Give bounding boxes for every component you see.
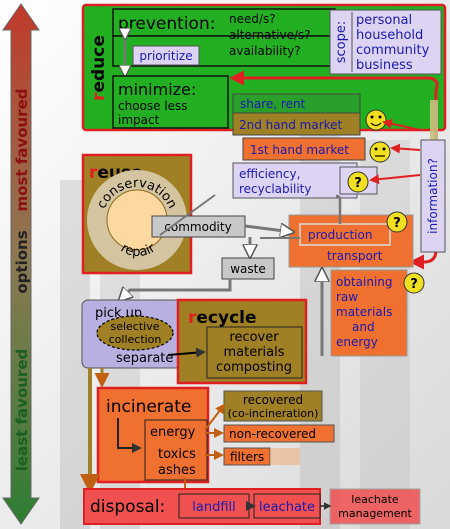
prioritize-box bbox=[132, 45, 200, 66]
question-badge-icon: ? bbox=[347, 171, 369, 193]
flow-section: commodity production transport ? waste o… bbox=[120, 194, 425, 357]
scope-item-business: business bbox=[356, 58, 413, 73]
production-label: production bbox=[308, 228, 372, 242]
leachate-management-label-2: management bbox=[338, 507, 412, 520]
efficiency-box bbox=[232, 162, 358, 199]
efficiency-label-2: recyclability bbox=[239, 182, 311, 196]
scope-box bbox=[329, 9, 442, 75]
recycle-section: pick up selective collection separate re… bbox=[81, 298, 308, 385]
reduce-title-rest: educe bbox=[89, 35, 109, 92]
svg-text:?: ? bbox=[354, 176, 362, 191]
recovered-box bbox=[223, 390, 323, 422]
production-box bbox=[299, 223, 391, 246]
information-label: information? bbox=[426, 158, 440, 234]
svg-text:?: ? bbox=[393, 216, 401, 231]
prioritize-label: prioritize bbox=[139, 49, 192, 63]
axis-options: options bbox=[13, 230, 31, 293]
prevention-question-1: need/s? bbox=[229, 12, 276, 26]
second-hand-box bbox=[232, 112, 361, 136]
obtaining-question-icon: ? bbox=[403, 272, 425, 294]
smiley-face-icon bbox=[365, 109, 387, 131]
scope-label: scope: bbox=[334, 21, 349, 64]
minimize-desc-1: choose less bbox=[118, 99, 188, 113]
first-hand-label: 1st hand market bbox=[250, 143, 349, 157]
recycle-desc-2: materials bbox=[223, 345, 284, 360]
reduce-title-first: r bbox=[89, 92, 109, 101]
minimize-desc-2: impact bbox=[118, 113, 160, 127]
svg-text:?: ? bbox=[410, 277, 418, 292]
minimize-label: minimize: bbox=[118, 80, 196, 99]
landfill-box bbox=[178, 493, 250, 519]
leachate-box bbox=[253, 493, 321, 519]
scope-item-personal: personal bbox=[356, 13, 412, 28]
commodity-label: commodity bbox=[164, 220, 231, 234]
energy-label: energy bbox=[150, 425, 196, 440]
leachate-management-label-1: leachate bbox=[351, 493, 399, 506]
information-feedback-arrow bbox=[229, 70, 439, 91]
recovered-label: recovered bbox=[243, 393, 303, 407]
minimize-box bbox=[112, 75, 229, 129]
non-recovered-box bbox=[223, 424, 335, 443]
transport-label: transport bbox=[327, 249, 383, 263]
prevention-label: prevention: bbox=[118, 14, 215, 34]
information-box bbox=[420, 139, 446, 253]
obtaining-label-5: energy bbox=[336, 335, 378, 349]
incinerate-section: incinerate energy toxics ashes recovered… bbox=[96, 386, 335, 490]
landfill-label: landfill bbox=[192, 500, 235, 515]
recycle-title-first: r bbox=[188, 308, 197, 328]
favour-axis: most favoured options least favoured bbox=[2, 3, 40, 525]
recycle-desc-1: recover bbox=[229, 330, 279, 345]
reuse-section: reuse conservation repair bbox=[81, 153, 193, 275]
obtaining-label-2: raw bbox=[336, 290, 358, 304]
axis-least-favoured: least favoured bbox=[13, 349, 31, 471]
recycle-desc-3: composting bbox=[216, 360, 292, 375]
separate-label: separate bbox=[116, 351, 173, 366]
share-rent-label: share, rent bbox=[240, 97, 306, 111]
obtaining-label-3: materials bbox=[336, 305, 392, 319]
svg-text:recycle: recycle bbox=[188, 308, 257, 328]
obtaining-box bbox=[330, 269, 408, 357]
ring-repair-label: repair bbox=[118, 240, 159, 260]
ashes-label: ashes bbox=[158, 463, 196, 478]
axis-most-favoured: most favoured bbox=[13, 89, 31, 212]
obtaining-label-4: and bbox=[352, 320, 375, 334]
scope-item-community: community bbox=[356, 43, 430, 58]
filters-label: filters bbox=[230, 450, 264, 464]
prevention-box bbox=[112, 8, 336, 37]
market-section: share, rent 2nd hand market 1st hand mar… bbox=[232, 93, 446, 253]
reuse-title-first: r bbox=[89, 163, 98, 183]
leachate-management-box bbox=[329, 488, 421, 525]
neutral-face-icon bbox=[369, 141, 391, 163]
scope-item-household: household bbox=[356, 28, 423, 43]
selective-label-2: collection bbox=[109, 333, 162, 346]
prevention-question-3: availability? bbox=[229, 44, 301, 58]
incinerate-title: incinerate bbox=[106, 397, 191, 417]
second-hand-label: 2nd hand market bbox=[239, 118, 343, 132]
first-hand-box bbox=[242, 137, 366, 161]
disposal-section: disposal: landfill leachate leachate man… bbox=[83, 488, 421, 525]
recycle-title-rest: ecycle bbox=[196, 308, 256, 328]
non-recovered-label: non-recovered bbox=[229, 427, 316, 441]
svg-text:reduce: reduce bbox=[89, 35, 109, 101]
waste-label: waste bbox=[230, 262, 266, 276]
leachate-label: leachate bbox=[259, 500, 315, 515]
efficiency-label-1: efficiency, bbox=[239, 167, 300, 181]
prevention-question-2: alternative/s? bbox=[229, 28, 311, 42]
coincineration-label: (co-incineration) bbox=[228, 407, 319, 420]
disposal-title: disposal: bbox=[90, 497, 165, 517]
toxics-label: toxics bbox=[158, 447, 196, 462]
production-question-icon: ? bbox=[386, 211, 408, 233]
selective-collection-ellipse bbox=[96, 315, 174, 351]
obtaining-label-1: obtaining bbox=[336, 275, 393, 289]
selective-label-1: selective bbox=[110, 320, 159, 333]
